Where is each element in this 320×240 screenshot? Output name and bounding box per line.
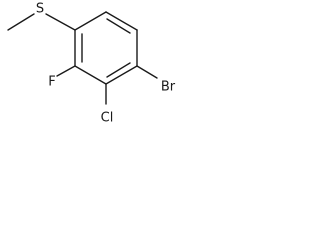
bond-ring-bromine (136, 65, 158, 79)
sulfur-atom-label: S (36, 2, 44, 17)
bond-ring-fluorine (56, 65, 76, 77)
bond-c5-c6 (74, 65, 107, 85)
double-bond-c4-c5 (106, 62, 131, 78)
fluorine-atom-label: F (48, 75, 55, 90)
bond-ring-sulfur (45, 13, 76, 31)
chlorine-atom-label: Cl (101, 111, 114, 126)
bond-c2-c3 (105, 11, 138, 31)
molecule-structure: S F Cl Br (7, 2, 176, 126)
double-bond-c2-c3 (106, 18, 131, 34)
bromine-atom-label: Br (161, 80, 176, 95)
bond-c1-c2 (74, 11, 107, 31)
bond-sulfur-methyl (7, 13, 35, 31)
bond-c4-c5 (105, 65, 138, 85)
